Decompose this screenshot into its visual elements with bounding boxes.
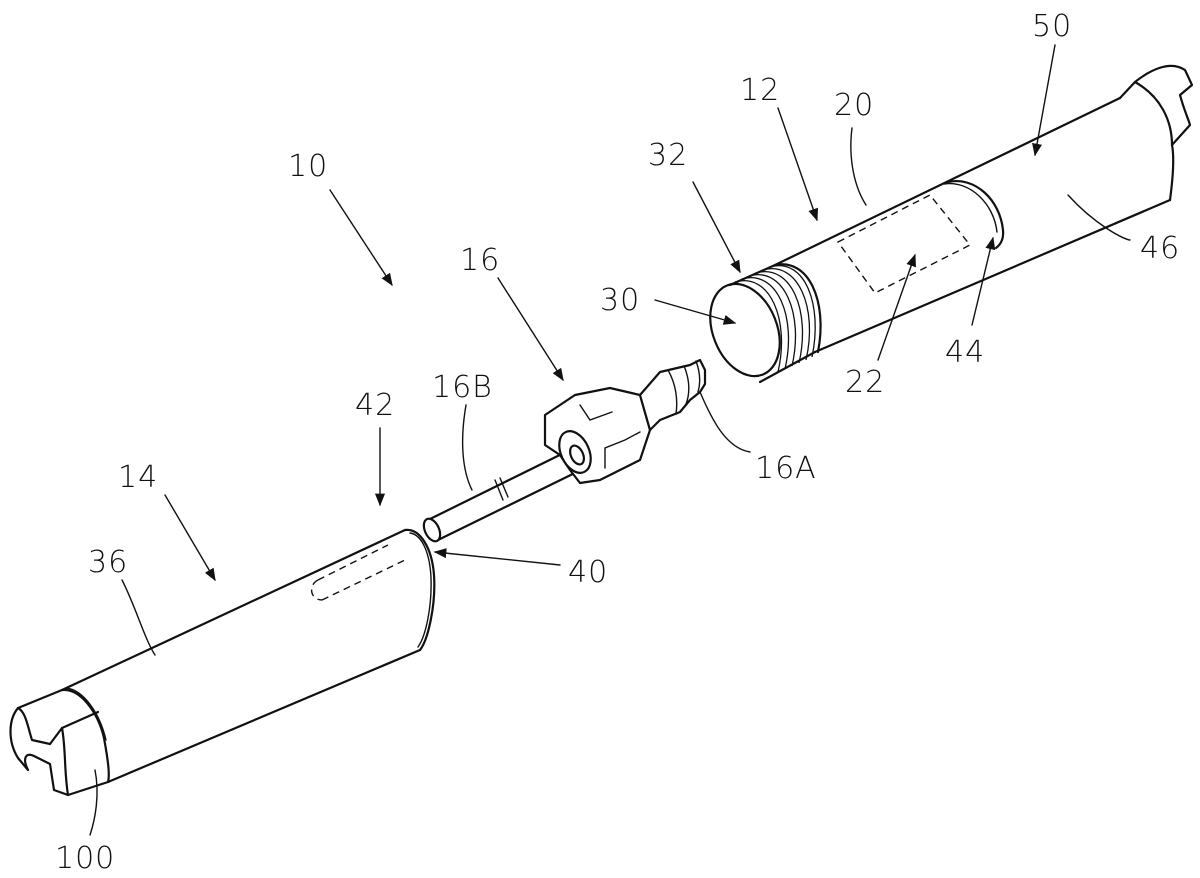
lower-tube-top-edge [60,528,407,692]
leader-16 [497,277,564,382]
upper-tube [709,64,1194,384]
thread-rings [734,265,816,373]
label-100: 100 [55,841,115,876]
label-36: 36 [88,545,128,580]
notched-end [9,688,110,797]
label-22: 22 [845,365,885,400]
upper-tube-bottom-join [758,350,817,384]
notched-end-face [60,726,70,797]
leader-36 [121,579,156,656]
leader-20 [850,127,867,206]
lower-tube-slot-end [311,579,323,601]
label-10: 10 [288,149,328,184]
lower-tube [9,528,436,797]
connector-shaft-top [426,443,582,522]
leader-16B [461,404,473,491]
window-22 [836,194,972,294]
connector-head-grooves [667,360,701,415]
connector-shaft-tip [422,517,442,543]
leader-40 [433,548,561,566]
leader-32 [692,181,741,274]
lower-tube-collar-inner [65,687,107,741]
connector-collar-hole [569,444,585,466]
lower-tube-slot [317,544,406,601]
leader-50 [1032,44,1056,157]
label-46: 46 [1140,231,1180,266]
label-42: 42 [355,388,395,423]
label-50: 50 [1032,9,1072,44]
connector-clip-lines [579,404,641,469]
leader-100 [89,769,98,836]
leader-14 [164,494,216,582]
label-40: 40 [568,555,608,590]
label-30: 30 [600,283,640,318]
leader-lines [89,44,1131,836]
label-32: 32 [648,138,688,173]
leader-22 [877,253,916,361]
leader-10 [329,189,393,287]
leader-46 [1067,194,1131,241]
label-44: 44 [945,335,985,370]
leader-16A [699,391,751,453]
connector-shaft-band [494,477,509,501]
label-12: 12 [740,73,780,108]
connector-head [638,358,707,432]
far-end-cap [1118,64,1194,202]
reference-numerals: 10 12 14 16 16A 16B 20 22 30 32 36 40 42… [55,9,1180,876]
upper-tube-seam-inner [943,182,998,233]
connector [422,358,707,543]
lower-tube-collar [60,688,110,784]
lower-tube-bottom-edge [106,648,422,784]
label-20: 20 [834,88,874,123]
upper-tube-seam [946,179,1005,250]
lower-tube-rim-inner [409,532,432,648]
notched-end-step [16,706,100,746]
thread-outline-end [773,263,822,354]
connector-shaft-bottom [436,466,587,542]
bore-face [709,282,781,378]
thread-outline-top [728,263,777,287]
upper-tube-bottom-edge [813,198,1172,354]
leader-44 [971,236,996,326]
label-16: 16 [460,243,500,278]
leader-30 [654,299,737,325]
far-end-cap-join [1133,80,1174,147]
label-16A: 16A [755,451,817,486]
lower-tube-rim [403,528,436,652]
label-14: 14 [118,460,158,495]
leader-12 [777,107,819,222]
label-16B: 16B [432,370,493,405]
